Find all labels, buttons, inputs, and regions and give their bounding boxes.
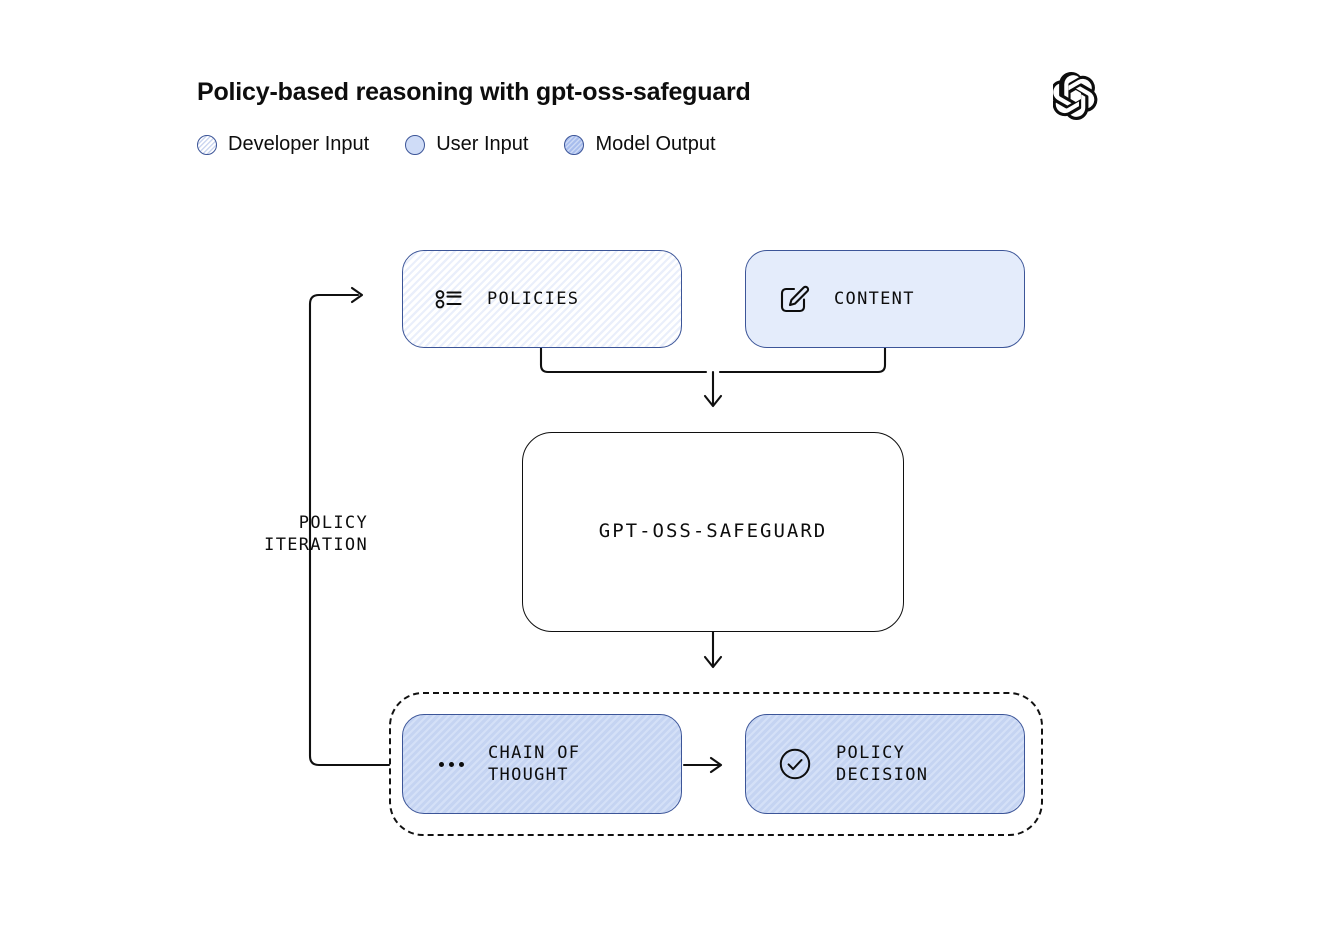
ellipsis-icon bbox=[435, 761, 464, 767]
arrowhead-model-to-output bbox=[703, 655, 723, 669]
node-chain-of-thought-label: CHAIN OF THOUGHT bbox=[488, 742, 581, 785]
legend-swatch-user-input bbox=[405, 134, 426, 155]
pencil-square-icon bbox=[778, 283, 810, 315]
list-icon bbox=[435, 287, 463, 311]
node-content[interactable]: CONTENT bbox=[745, 250, 1025, 348]
check-circle-icon bbox=[778, 747, 812, 781]
node-chain-of-thought[interactable]: CHAIN OF THOUGHT bbox=[402, 714, 682, 814]
page-title: Policy-based reasoning with gpt-oss-safe… bbox=[197, 78, 751, 106]
legend-item-model-output: Model Output bbox=[564, 133, 716, 156]
model-output-group bbox=[389, 692, 1043, 836]
node-policies[interactable]: POLICIES bbox=[402, 250, 682, 348]
node-gpt-oss-safeguard[interactable]: GPT-OSS-SAFEGUARD bbox=[522, 432, 904, 632]
node-model-label: GPT-OSS-SAFEGUARD bbox=[598, 520, 828, 543]
arrowhead-merge-to-model bbox=[703, 394, 723, 408]
legend-swatch-model-output bbox=[564, 134, 585, 155]
legend-label-user-input: User Input bbox=[436, 133, 529, 155]
edge-policies-to-merge bbox=[539, 346, 708, 374]
arrowhead-policy-iteration bbox=[350, 286, 364, 304]
legend-label-model-output: Model Output bbox=[595, 133, 716, 155]
node-content-label: CONTENT bbox=[834, 288, 915, 309]
openai-logo bbox=[1050, 71, 1101, 121]
edge-content-to-merge bbox=[718, 346, 887, 374]
legend-item-developer-input: Developer Input bbox=[197, 133, 369, 156]
legend-item-user-input: User Input bbox=[405, 133, 528, 156]
policy-iteration-label: POLICY ITERATION bbox=[264, 513, 368, 556]
legend: Developer Input User Input Model Output bbox=[197, 133, 716, 156]
node-policies-label: POLICIES bbox=[487, 288, 580, 309]
node-policy-decision-label: POLICY DECISION bbox=[836, 742, 929, 785]
legend-label-developer-input: Developer Input bbox=[228, 133, 370, 155]
legend-swatch-developer-input bbox=[197, 134, 217, 155]
node-policy-decision[interactable]: POLICY DECISION bbox=[745, 714, 1025, 814]
